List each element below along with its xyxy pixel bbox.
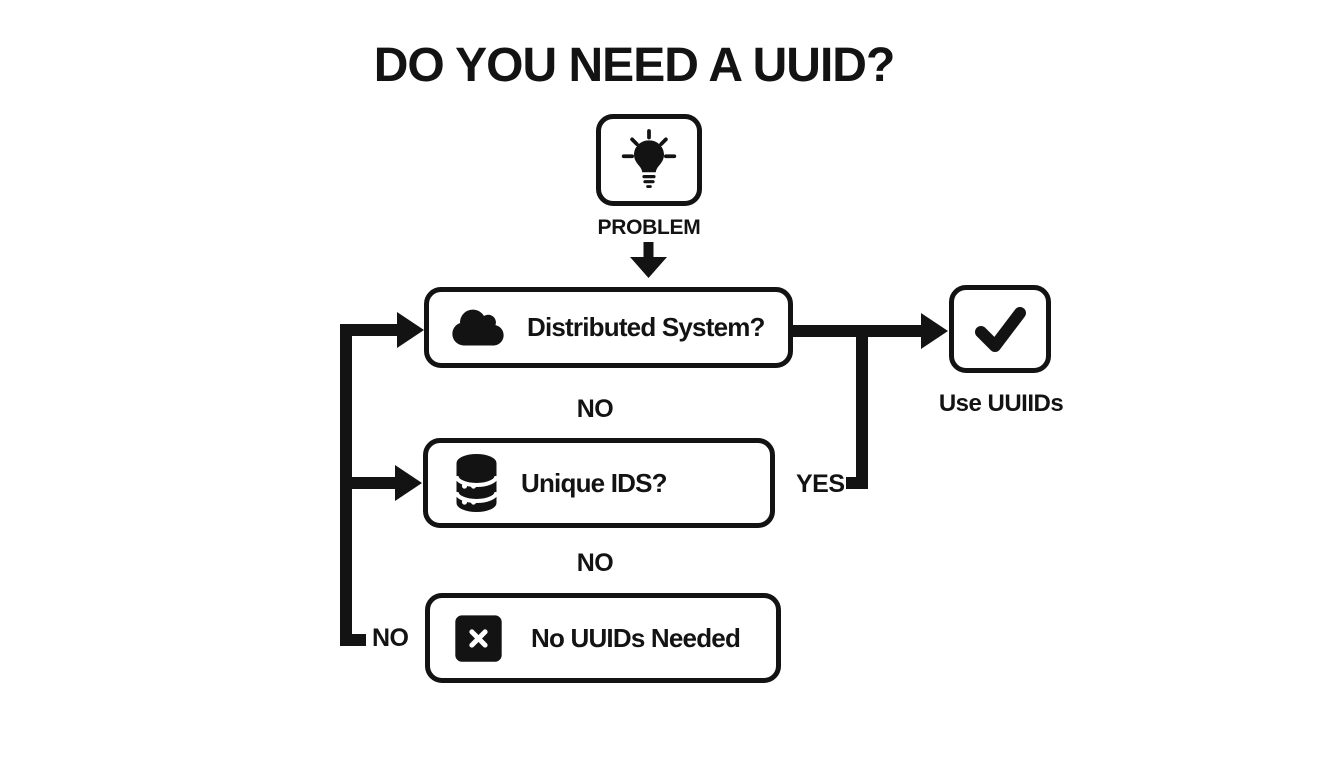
node-unique-ids: Unique IDS? bbox=[423, 438, 775, 528]
edge-label-yes: YES bbox=[796, 470, 845, 498]
check-icon bbox=[975, 307, 1026, 352]
unique-ids-label: Unique IDS? bbox=[521, 467, 668, 498]
page-title: DO YOU NEED A UUID? bbox=[373, 39, 896, 92]
edge-label-no-bottom: NO bbox=[372, 624, 409, 652]
database-icon bbox=[454, 454, 499, 512]
no-uuids-needed-label: No UUIDs Needed bbox=[531, 622, 741, 653]
down-arrow-icon bbox=[630, 242, 667, 278]
edge-label-no-unique: NO bbox=[576, 549, 614, 577]
arrowhead-into-unique bbox=[395, 465, 422, 501]
connector-branch-distributed bbox=[340, 324, 400, 336]
problem-label: PROBLEM bbox=[597, 216, 701, 239]
connector-branch-unique bbox=[340, 477, 398, 489]
connector-trunk-bottom-stub bbox=[340, 634, 366, 646]
use-uuids-label: Use UUIIDs bbox=[938, 390, 1064, 417]
node-no-uuids-needed: No UUIDs Needed bbox=[425, 593, 781, 683]
cloud-icon bbox=[452, 309, 504, 346]
arrowhead-into-distributed bbox=[397, 312, 424, 348]
connector-to-use-uuids bbox=[790, 325, 924, 337]
connector-yes-vertical bbox=[856, 330, 868, 489]
arrowhead-into-use-uuids bbox=[921, 313, 948, 349]
node-distributed-system: Distributed System? bbox=[424, 287, 793, 368]
edge-label-no-distributed: NO bbox=[576, 395, 614, 423]
distributed-system-label: Distributed System? bbox=[527, 312, 765, 342]
x-mark-icon bbox=[455, 614, 502, 662]
node-use-uuids bbox=[949, 285, 1051, 373]
lightbulb-icon bbox=[621, 129, 677, 188]
node-problem bbox=[596, 114, 702, 206]
